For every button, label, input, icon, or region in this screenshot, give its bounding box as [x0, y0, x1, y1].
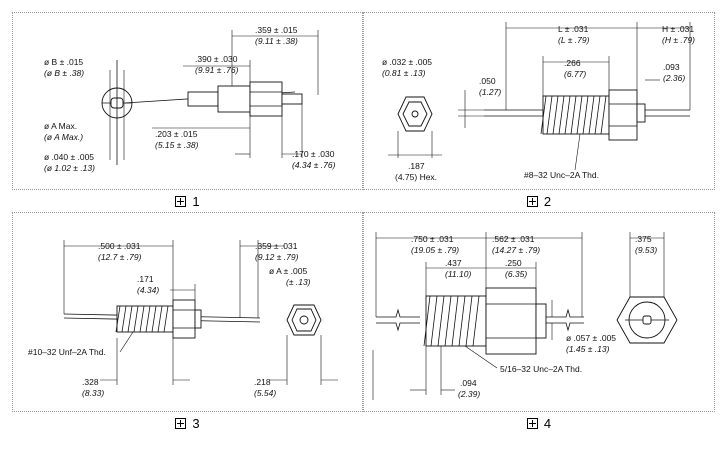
fig2-h-dim-mm: (H ± .79): [662, 35, 695, 45]
fig2-lead-dia: ø .032 ± .005: [382, 57, 432, 67]
fig1-b-dim: ø B ± .015: [44, 57, 83, 67]
figure-glyph-icon: [526, 195, 538, 207]
figure-4-number: 4: [543, 415, 552, 431]
fig3-a-dim-mm: (± .13): [286, 277, 311, 287]
fig2-nut-len: .093: [663, 62, 680, 72]
hex-nut: [249, 81, 283, 117]
fig2-l-dim-mm: (L ± .79): [558, 35, 590, 45]
fig4-right-len: .562 ± .031: [492, 234, 535, 244]
threaded-body: [116, 305, 174, 333]
fig4-nut-len-mm: (6.35): [505, 269, 527, 279]
fig2-thread-len: .266: [564, 58, 581, 68]
fig3-thread-len-mm: (8.33): [82, 388, 104, 398]
fig4-shoulder-mm: (2.39): [458, 389, 480, 399]
fig3-left-len: .500 ± .031: [98, 241, 141, 251]
figure-2-drawing: ø .032 ± .005 (0.81 ± .13) .050 (1.27) L…: [382, 22, 695, 182]
insulator-body: [187, 91, 219, 107]
fig4-thread: 5/16–32 Unc–2A Thd.: [500, 364, 582, 374]
fig2-lead-dia-mm: (0.81 ± .13): [382, 68, 426, 78]
fig1-body-mm: (9.91 ± .76): [195, 65, 239, 75]
hex-nut: [485, 287, 537, 355]
fig1-lead-dia-mm: (ø 1.02 ± .13): [44, 163, 95, 173]
fig3-nut-mm: (4.34): [137, 285, 159, 295]
hex-nut: [608, 89, 638, 141]
fig3-hex-mm: (5.54): [254, 388, 276, 398]
figure-4-panel: [363, 212, 715, 412]
figure-2-number: 2: [543, 193, 552, 209]
fig4-thread-len-mm: (11.10): [445, 269, 471, 279]
figure-1-panel: [12, 12, 363, 190]
fig3-left-len-mm: (12.7 ± .79): [98, 252, 142, 262]
fig1-a-max: ø A Max.: [44, 121, 77, 131]
figure-glyph-icon: [175, 417, 187, 429]
fig1-overall: .359 ± .015: [255, 25, 298, 35]
figure-2-caption: 2: [363, 190, 715, 212]
figure-glyph-icon: [526, 417, 538, 429]
fig4-left-len: .750 ± .031: [411, 234, 454, 244]
figure-3-caption: 3: [12, 412, 363, 434]
fig4-thread-len: .437: [445, 258, 462, 268]
left-terminal: [376, 308, 420, 318]
fig1-right-lead: .170 ± .030: [292, 149, 335, 159]
fig4-hex-w-mm: (9.53): [635, 245, 657, 255]
figure-glyph-icon: [175, 195, 187, 207]
fig1-right-lead-mm: (4.34 ± .76): [292, 160, 336, 170]
fig4-shoulder: .094: [460, 378, 477, 388]
fig2-thread-len-mm: (6.77): [564, 69, 586, 79]
fig4-hex-w: .375: [635, 234, 652, 244]
fig2-hex-mm: (4.75) Hex.: [395, 172, 437, 182]
figure-3-drawing: .500 ± .031 (12.7 ± .79) .359 ± .031 (9.…: [28, 240, 338, 398]
fig1-lead-dia: ø .040 ± .005: [44, 152, 94, 162]
fig1-a-max-mm: (ø A Max.): [44, 132, 83, 142]
fig2-hex: .187: [408, 161, 425, 171]
fig2-nut-len-mm: (2.36): [663, 73, 685, 83]
figure-3-panel: [12, 212, 363, 412]
fig1-body: .390 ± .030: [195, 54, 238, 64]
fig2-h-dim: H ± .031: [662, 24, 694, 34]
hex-nut: [172, 299, 196, 339]
fig2-l-dim: L ± .031: [558, 24, 589, 34]
figure-1-number: 1: [192, 193, 200, 209]
fig3-right-len: .359 ± .031: [255, 241, 298, 251]
fig3-thread: #10–32 Unf–2A Thd.: [28, 347, 106, 357]
fig1-b-dim-mm: (ø B ± .38): [44, 68, 84, 78]
figure-4-drawing: .750 ± .031 (19.05 ± .79) .562 ± .031 (1…: [372, 232, 678, 400]
fig2-lead-gap: .050: [479, 76, 496, 86]
figure-3-number: 3: [192, 415, 200, 431]
fig3-a-dim: ø A ± .005: [269, 266, 307, 276]
fig3-thread-len: .328: [82, 377, 99, 387]
fig4-lead-dia: ø .057 ± .005: [566, 333, 616, 343]
right-terminal: [546, 308, 584, 318]
fig1-overall-mm: (9.11 ± .38): [255, 36, 298, 46]
fig3-right-len-mm: (9.12 ± .79): [255, 252, 299, 262]
fig4-left-len-mm: (19.05 ± .79): [411, 245, 459, 255]
fig2-lead-gap-mm: (1.27): [479, 87, 501, 97]
fig1-offset: .203 ± .015: [155, 129, 198, 139]
fig4-nut-len: .250: [505, 258, 522, 268]
figure-1-caption: 1: [12, 190, 363, 212]
figure-2-panel: [363, 12, 715, 190]
threaded-body: [425, 295, 487, 347]
fig2-thread: #8–32 Unc–2A Thd.: [524, 170, 599, 180]
fig3-hex: .218: [254, 377, 271, 387]
figure-1-drawing: ø B ± .015 (ø B ± .38) ø A Max. (ø A Max…: [44, 25, 336, 173]
fig3-nut: .171: [137, 274, 154, 284]
fig4-lead-dia-mm: (1.45 ± .13): [566, 344, 610, 354]
fig4-right-len-mm: (14.27 ± .79): [492, 245, 540, 255]
figure-4-caption: 4: [363, 412, 715, 434]
fig1-offset-mm: (5.15 ± .38): [155, 140, 199, 150]
